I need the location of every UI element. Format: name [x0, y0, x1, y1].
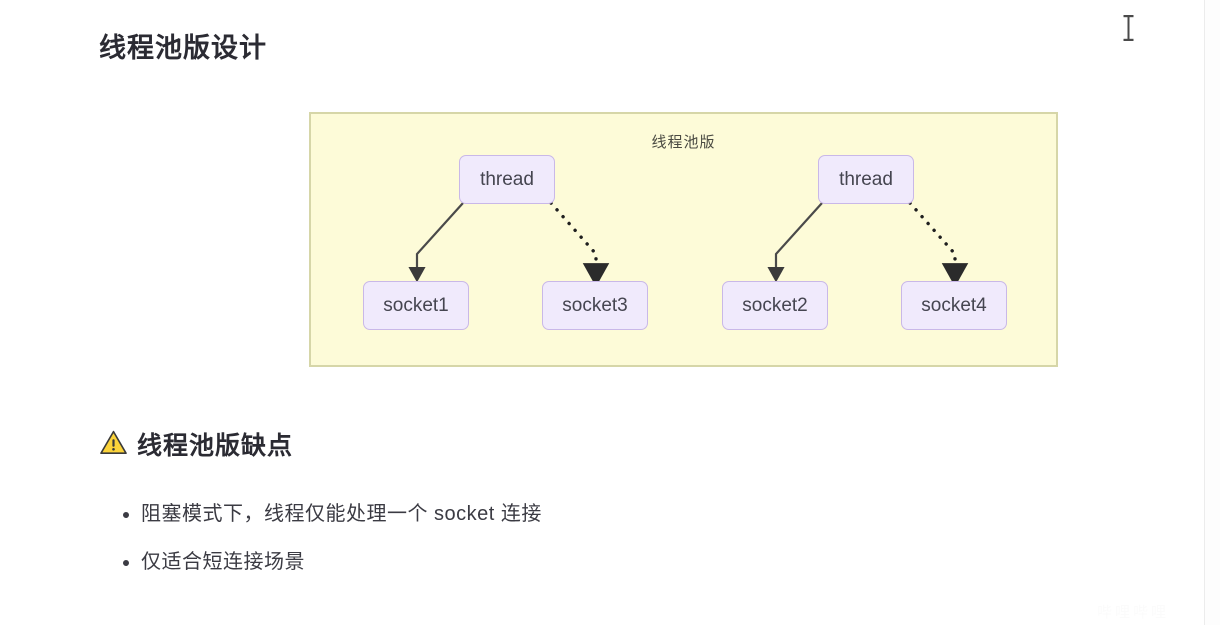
warning-heading: 线程池版缺点	[99, 426, 293, 462]
node-socket3[interactable]: socket3	[542, 281, 648, 330]
list-item: 仅适合短连接场景	[123, 538, 542, 586]
warning-heading-text: 线程池版缺点	[137, 432, 294, 460]
page-title: 线程池版设计	[99, 33, 267, 63]
drawbacks-list: 阻塞模式下，线程仅能处理一个 socket 连接 仅适合短连接场景	[113, 490, 542, 586]
node-socket1[interactable]: socket1	[363, 281, 469, 330]
watermark: 哔哩哔哩	[1096, 604, 1169, 621]
edge-thread1-socket1	[408, 202, 464, 283]
node-thread-2[interactable]: thread	[818, 155, 914, 204]
text-ibeam-cursor	[1122, 14, 1135, 42]
edge-thread2-socket2	[767, 202, 823, 283]
edge-thread2-socket4	[908, 201, 969, 287]
diagram-title: 线程池版	[651, 134, 716, 151]
warning-triangle-icon	[99, 430, 127, 458]
thread-pool-diagram: 线程池版 thread thread socket1 soc	[309, 112, 1058, 367]
edge-thread1-socket3	[549, 201, 610, 287]
list-item: 阻塞模式下，线程仅能处理一个 socket 连接	[123, 490, 542, 538]
node-socket4[interactable]: socket4	[901, 281, 1007, 330]
right-gutter	[1205, 0, 1220, 625]
right-divider	[1204, 0, 1205, 625]
diagram-edges	[408, 201, 969, 287]
node-thread-1[interactable]: thread	[459, 155, 555, 204]
node-socket2[interactable]: socket2	[722, 281, 828, 330]
